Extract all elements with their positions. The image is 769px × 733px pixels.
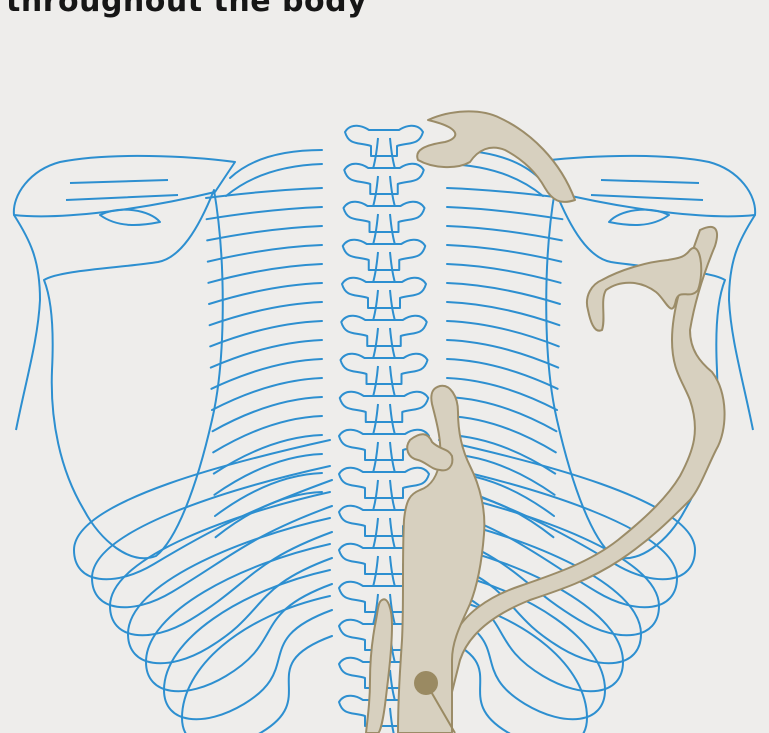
- humerus-left: [14, 215, 40, 430]
- rib-left-upper: [211, 340, 322, 368]
- rib-left-upper: [206, 188, 322, 198]
- lesion-upper-shoulder: [417, 111, 575, 201]
- vertebra: [343, 240, 426, 270]
- rib-right-upper: [447, 283, 560, 304]
- rib-right-upper: [447, 359, 558, 389]
- rib-right-upper: [447, 378, 557, 410]
- scapula-right-acromion: [609, 210, 669, 225]
- rib-left-lower: [92, 466, 332, 607]
- rib-left-upper: [211, 359, 322, 389]
- rib-left-upper: [212, 378, 322, 410]
- vertebra: [340, 392, 429, 422]
- rib-left-lower: [164, 570, 332, 719]
- vertebra: [345, 126, 423, 156]
- clavicle-right-detail: [591, 180, 703, 200]
- rib-left-lower: [182, 596, 332, 733]
- rib-left-upper: [216, 492, 322, 537]
- rib-right-upper: [447, 226, 562, 240]
- rib-right-upper: [447, 245, 561, 262]
- clavicle-left-detail: [66, 180, 178, 200]
- rib-left-upper: [208, 245, 322, 262]
- rib-left-upper: [207, 226, 322, 240]
- rib-right-upper: [447, 321, 559, 346]
- rib-left-lower: [146, 544, 332, 691]
- rib-left-lower: [128, 518, 332, 663]
- vertebra: [341, 354, 428, 384]
- rib-right-upper: [447, 207, 562, 219]
- rib-right-upper: [447, 264, 561, 283]
- vertebra: [344, 164, 424, 194]
- rib-right-upper: [447, 340, 558, 368]
- rib-left-upper: [207, 207, 322, 219]
- rib-left-lower: [74, 440, 332, 579]
- rib-left-upper: [209, 283, 322, 304]
- vertebra: [341, 316, 427, 346]
- clavicle-left: [14, 156, 235, 216]
- scapula-left-acromion: [100, 210, 160, 225]
- rib-left-upper: [208, 264, 322, 283]
- vertebra: [344, 202, 425, 232]
- rib-left-upper: [210, 321, 322, 346]
- humerus-right: [729, 215, 755, 430]
- vertebra: [342, 278, 426, 308]
